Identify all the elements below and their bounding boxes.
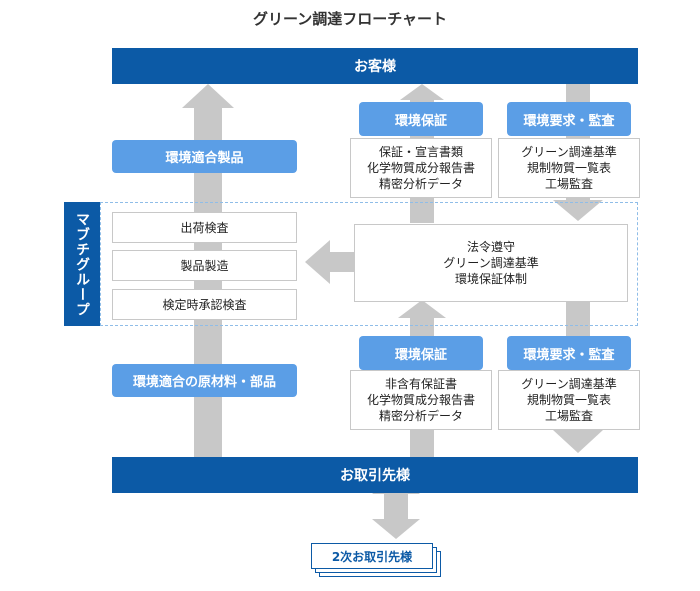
compliance-line: グリーン調達基準 [443,256,539,270]
doc-line: 精密分析データ [378,177,463,191]
doc-line: 保証・宣言書類 [378,145,463,159]
doc-line: 化学物質成分報告書 [366,161,475,175]
process-manufacturing: 製品製造 [112,250,297,281]
doc-line: 規制物質一覧表 [526,393,611,407]
group-label: マブチグループ [64,202,100,326]
process-approval-inspection: 検定時承認検査 [112,289,297,320]
doc-line: 非含有保証書 [384,377,457,391]
bottom-requirements-docs: グリーン調達基準 規制物質一覧表 工場監査 [498,370,640,430]
page-title: グリーン調達フローチャート [252,10,448,28]
doc-line: 精密分析データ [378,409,463,423]
process-label: 製品製造 [180,258,229,273]
doc-line: 規制物質一覧表 [526,161,611,175]
bottom-assurance-docs: 非含有保証書 化学物質成分報告書 精密分析データ [350,370,492,430]
top-assurance-docs: 保証・宣言書類 化学物質成分報告書 精密分析データ [350,138,492,198]
group-region [100,202,638,326]
eco-material-label: 環境適合の原材料・部品 [112,364,297,397]
process-label: 出荷検査 [180,220,229,235]
bottom-requirements-label: 環境要求・監査 [507,336,631,370]
compliance-line: 環境保証体制 [454,272,527,286]
secondary-supplier-card: 2次お取引先様 [311,543,433,569]
supplier-bar: お取引先様 [112,457,638,493]
top-requirements-docs: グリーン調達基準 規制物質一覧表 工場監査 [498,138,640,198]
bottom-assurance-label: 環境保証 [359,336,483,370]
process-shipping-inspection: 出荷検査 [112,212,297,243]
compliance-box: 法令遵守 グリーン調達基準 環境保証体制 [354,224,628,302]
doc-line: グリーン調達基準 [521,377,617,391]
top-assurance-label: 環境保証 [359,102,483,136]
doc-line: グリーン調達基準 [521,145,617,159]
customer-bar: お客様 [112,48,638,84]
eco-product-label: 環境適合製品 [112,140,297,173]
process-label: 検定時承認検査 [162,297,247,312]
compliance-line: 法令遵守 [466,240,515,254]
top-requirements-label: 環境要求・監査 [507,102,631,136]
arrow-left-center [305,240,354,284]
doc-line: 工場監査 [544,177,593,191]
doc-line: 工場監査 [544,409,593,423]
doc-line: 化学物質成分報告書 [366,393,475,407]
